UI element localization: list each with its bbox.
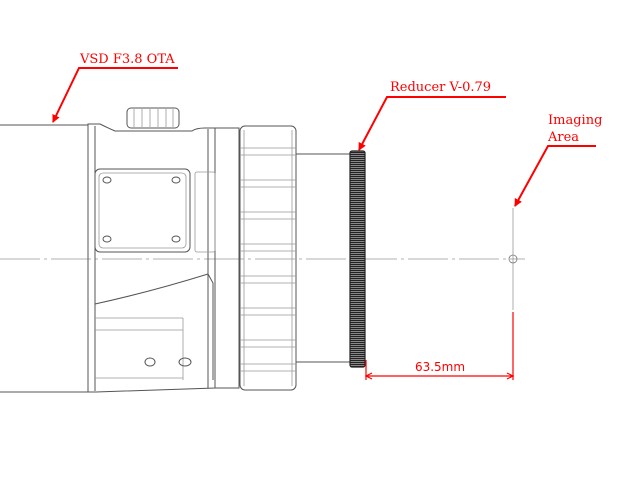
focus-knob [126,107,180,129]
ota-tube [0,124,88,393]
drawtube [296,153,352,363]
ota-label: VSD F3.8 OTA [79,52,175,67]
imaging-label-line2: Area [547,130,579,145]
focuser-body [87,107,240,393]
reducer-callout: Reducer V-0.79 [358,80,506,151]
imaging-area-callout: Imaging Area [514,113,602,207]
reducer-label: Reducer V-0.79 [390,80,491,95]
imaging-plane-marker [508,208,518,310]
backfocus-dimension: 63.5mm [364,312,515,380]
ota-callout: VSD F3.8 OTA [52,52,178,123]
reducer-ring [349,150,366,368]
locking-ring [239,125,297,391]
imaging-label-line1: Imaging [548,113,602,128]
distance-label: 63.5mm [415,360,465,374]
mounting-plate [94,168,191,253]
